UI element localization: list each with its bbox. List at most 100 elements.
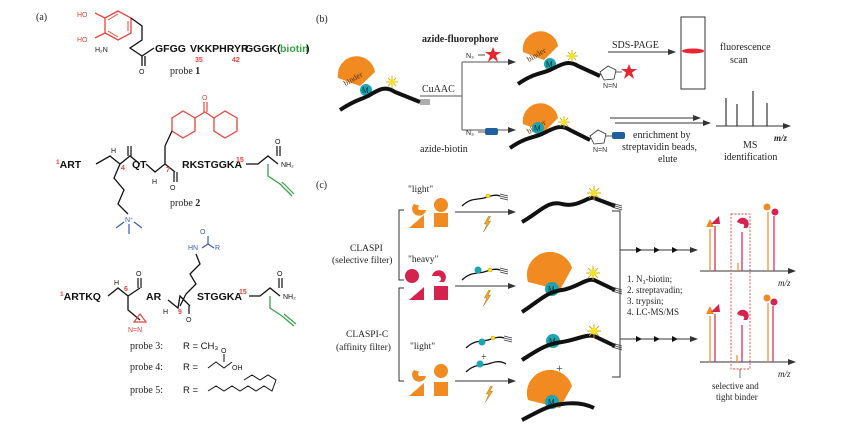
metal-label: M [548,285,555,294]
metal-label: M [362,86,369,95]
azide-fluorophore-label: azide-fluorophore [422,34,499,45]
fluorophore-product: binder M N=N [516,31,637,90]
binder-shape [337,56,375,86]
carbonyl-o: O [221,348,227,355]
probe-5-r-value: R = [183,385,199,396]
pacman-marker [737,309,749,320]
fluorophore-star-icon [621,64,637,79]
heavy-label: "heavy" [408,255,439,265]
photoreactive-group-icon [386,76,398,88]
triazole-ring [589,129,607,145]
residue-number: 35 [195,57,203,64]
residue-number: 4 [121,165,125,172]
crosslinked-peptide [521,195,616,224]
pacman-marker [737,217,749,228]
circle-marker [771,208,779,216]
biotin-tag-icon [485,128,498,135]
carbonyl-o: O [186,317,192,324]
circle-marker [770,298,778,306]
ms-spectrum-claspi-c: m/z [700,294,796,379]
probe-2-structure: O O N⁺ 1ART H 4 QT H 7 RKSTGGKA 15 O NH₂… [56,95,295,234]
heavy-fragments [405,269,448,300]
carbonyl-o: O [277,271,283,278]
ms-identification-label: MS [743,140,757,151]
fluorescence-scan-label: scan [730,55,748,66]
panel-a-label: (a) [36,12,47,23]
probe-1-structure: HO HO H₂N O GFGG VKKPHRYR GGGK( biotin )… [77,10,310,77]
probe-4-r-value: R = [183,362,199,373]
uv-light-icon [483,216,491,232]
peptide-strand [338,86,421,112]
claspi-c-sublabel: (affinity filter) [336,342,391,353]
biotin-tag-icon [612,132,625,139]
photoreactive-group-icon [586,266,600,280]
triangle-marker [711,216,720,224]
panel-c-label: (c) [316,180,327,191]
binder-shape [526,369,572,408]
circle-marker [763,294,771,302]
residue-number: 6 [124,286,128,293]
crosslinked-peptide [520,277,616,314]
r-group-label: R [215,245,220,252]
selective-binder-label: tight binder [716,392,758,402]
carbonyl-o: O [136,271,142,278]
triazole-label: N=N [593,147,607,154]
gel-lane [680,16,706,90]
triangle-marker [706,306,714,314]
fluorescence-scan-label: fluorescence [720,42,771,53]
residue-number: 7 [166,167,170,174]
amine-label: H₂N [95,47,108,54]
probe-5-r-label: probe 5: [130,385,163,396]
light-fragments-2 [409,364,448,396]
ms-spectrum-claspi: m/z [700,203,796,288]
amide-label: NH₂ [281,162,294,169]
probe-1-sequence-mid: VKKPHRYR [190,43,249,55]
residue-number: 42 [232,57,240,64]
hydroxyl-label: HO [77,12,88,19]
light-fragments-1 [409,198,448,228]
r-group-table: probe 3: R = CH₃ probe 4: R = O OH probe… [130,341,277,396]
panel-b-label: (b) [316,14,328,25]
claspi-bracket [398,209,404,281]
enrichment-label: elute [658,154,678,165]
cuaac-label: CuAAC [422,84,455,95]
step-3: 3. trypsin; [627,296,664,306]
metal-label: M [546,60,553,69]
circle-marker [763,203,771,211]
amide-hn: HN [188,245,198,252]
fluorophore-star-icon [485,47,501,62]
light-label: "light" [410,342,435,352]
azide-label: N₃ [466,130,474,137]
enrichment-label: enrichment by [633,130,690,141]
metal-label: M [534,124,541,133]
uv-light-icon [485,386,493,402]
residue-number: 15 [239,289,247,296]
mz-label: m/z [778,278,791,288]
metal-label: M [549,337,556,346]
probe-4-r-label: probe 4: [130,362,163,373]
selective-binder-highlight [730,213,751,370]
probe-2-seg1: 1ART [56,159,82,171]
probe-1-caption: probe 1 [170,66,200,77]
carbonyl-o: O [139,69,145,76]
probe-3-seg2: AR [146,291,162,303]
diazirine-label: N=N [128,327,142,334]
carbonyl-o: O [202,95,208,102]
biotin-product: binder M N=N [508,103,625,154]
ms-identification-label: identification [724,152,777,163]
plus-sign: + [556,361,563,375]
mz-label: m/z [778,369,791,379]
step-1: 1. N₃-biotin; [627,274,672,284]
light-label: "light" [408,185,433,195]
binder-shape [526,251,572,290]
selective-binder-label: selective and [712,381,759,391]
uv-light-icon [483,290,491,306]
trimethylammonium: N⁺ [125,217,134,224]
h-label: H [114,280,119,287]
crosslinked-peptide [521,401,595,422]
residue-number: 15 [236,157,244,164]
palmitoyl-chain [207,374,277,392]
step-2: 2. streptavadin; [627,285,683,295]
residue-number: 9 [178,309,182,316]
